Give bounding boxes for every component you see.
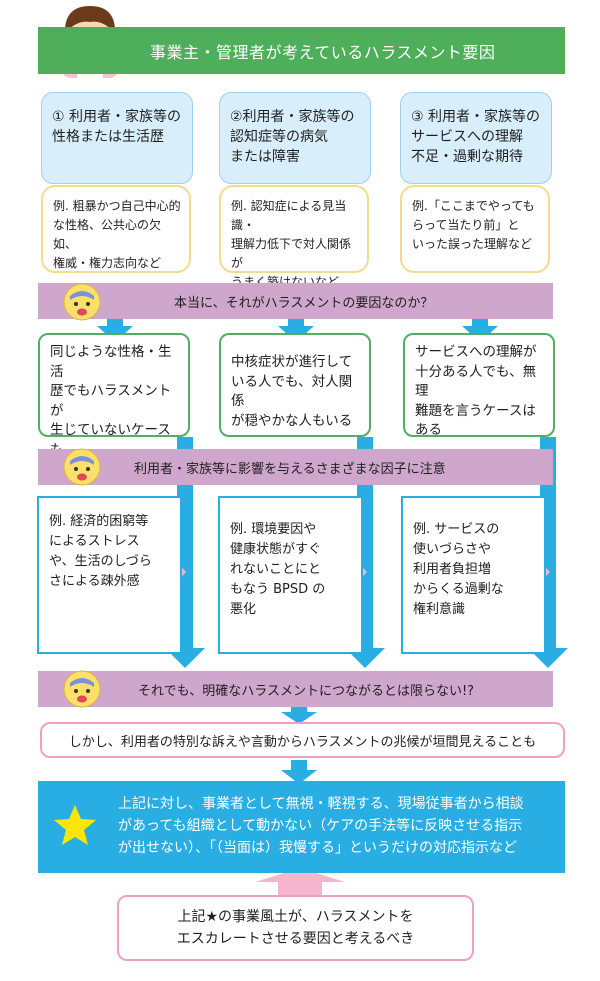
example-text-3: 例.「ここまでやっても らって当たり前」と いった誤った理解など [412, 199, 535, 251]
example-text-2: 例. 認知症による見当識・ 理解力低下で対人関係が うまく築けないなど [231, 199, 352, 289]
conclusion-box: 上記★の事業風土が、ハラスメントを エスカレートさせる要因と考えるべき [117, 895, 474, 961]
conclusion-text: 上記★の事業風土が、ハラスメントを エスカレートさせる要因と考えるべき [176, 909, 415, 947]
question-band-3: それでも、明確なハラスメントにつながるとは限らない!? [38, 671, 553, 707]
factor-personality: ① 利用者・家族等の 性格または生活歴 [41, 92, 193, 184]
influence-1: 例. 経済的困窮等 によるストレス や、生活のしづら さによる疎外感 [37, 496, 182, 654]
factor-illness: ②利用者・家族等の 認知症等の病気 または障害 [219, 92, 371, 184]
harassment-sign-box: しかし、利用者の特別な訴えや言動からハラスメントの兆候が垣間見えることも [40, 722, 565, 758]
worried-face-icon [63, 283, 101, 321]
example-bubble-3: 例.「ここまでやっても らって当たり前」と いった誤った理解など [400, 185, 550, 273]
influence-2: 例. 環境要因や 健康状態がすぐ れないことにと もなう BPSD の 悪化 [218, 496, 363, 654]
question-band-1: 本当に、それがハラスメントの要因なのか？ [38, 283, 553, 319]
question-text-3: それでも、明確なハラスメントにつながるとは限らない!? [138, 683, 475, 699]
question-band-2: 利用者・家族等に影響を与えるさまざまな因子に注意 [38, 449, 553, 485]
corporate-culture-band: 上記に対し、事業者として無視・軽視する、現場従事者から相談 があっても組織として… [38, 781, 565, 873]
counter-example-3: サービスへの理解が 十分ある人でも、無理 難題を言うケースは ある [403, 333, 555, 438]
influence-3: 例. サービスの 使いづらさや 利用者負担増 からくる過剰な 権利意識 [401, 496, 546, 654]
counter-example-1: 同じような性格・生活 歴でもハラスメントが 生じていないケースも ある [38, 333, 190, 477]
worried-face-icon [63, 670, 101, 708]
question-text-2: 利用者・家族等に影響を与えるさまざまな因子に注意 [134, 461, 446, 477]
sign-text: しかし、利用者の特別な訴えや言動からハラスメントの兆候が垣間見えることも [68, 734, 537, 750]
question-text-1: 本当に、それがハラスメントの要因なのか？ [174, 295, 434, 311]
star-icon [54, 805, 96, 845]
example-bubble-2: 例. 認知症による見当識・ 理解力低下で対人関係が うまく築けないなど [219, 185, 369, 289]
title-bar: 事業主・管理者が考えているハラスメント要因 [38, 27, 565, 74]
example-text-1: 例. 粗暴かつ自己中心的 な性格、公共心の欠如、 権威・権力志向など [53, 199, 181, 270]
factor-expectation: ③ 利用者・家族等の サービスへの理解 不足・過剰な期待 [400, 92, 552, 184]
example-bubble-1: 例. 粗暴かつ自己中心的 な性格、公共心の欠如、 権威・権力志向など [41, 185, 191, 273]
counter-example-2: 中核症状が進行して いる人でも、対人関係 が穏やかな人もいる [219, 333, 371, 437]
worried-face-icon [63, 448, 101, 486]
